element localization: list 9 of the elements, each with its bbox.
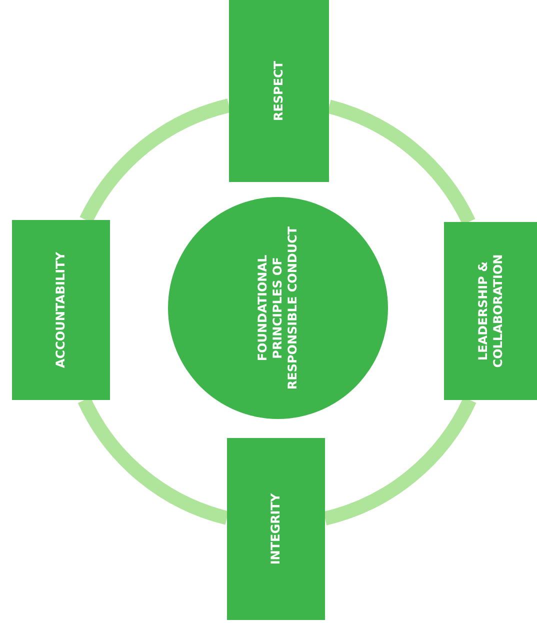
principle-label: LEADERSHIP & COLLABORATION	[476, 253, 506, 370]
principle-label: ACCOUNTABILITY	[54, 250, 68, 370]
principle-box	[12, 220, 110, 400]
principle-box	[227, 438, 325, 620]
principle-label: INTEGRITY	[268, 492, 284, 567]
principle-label: RESPECT	[272, 60, 286, 124]
principle-label: FOUNDATIONAL PRINCIPLES OF RESPONSIBLE CONDUCT	[256, 225, 300, 392]
principle-box	[444, 222, 537, 400]
principle-box	[229, 0, 329, 182]
